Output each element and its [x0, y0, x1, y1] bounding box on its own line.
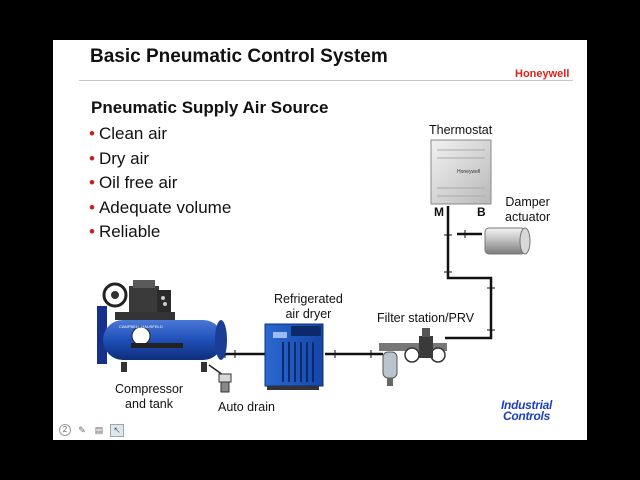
bullet-item: •Reliable — [89, 222, 161, 242]
bullet-item: •Adequate volume — [89, 197, 232, 217]
damper-actuator-label: Damper actuator — [505, 195, 551, 224]
filter-station — [379, 328, 447, 386]
thermostat-label: Thermostat — [429, 123, 493, 137]
compressor-tank — [97, 280, 227, 372]
section-heading: Pneumatic Supply Air Source — [91, 98, 329, 117]
damper-actuator — [484, 227, 531, 255]
slide-controls: 2 ✎ ▤ ↖ — [59, 423, 124, 437]
port-b-label: B — [477, 205, 486, 219]
auto-drain-label: Auto drain — [218, 400, 275, 414]
thermostat-brand: Honeywell — [457, 169, 480, 175]
bullet-item: •Clean air — [89, 124, 167, 143]
menu-icon[interactable]: ▤ — [94, 424, 104, 435]
title-divider — [79, 80, 573, 81]
auto-drain — [208, 364, 232, 393]
thermostat — [430, 139, 492, 205]
slide-title: Basic Pneumatic Control System — [90, 46, 388, 67]
slide: Basic Pneumatic Control System Honeywell… — [53, 40, 587, 440]
dryer-label: Refrigerated air dryer — [274, 292, 343, 321]
pointer-icon[interactable]: ↖ — [110, 423, 124, 437]
pen-icon[interactable]: ✎ — [78, 424, 86, 435]
honeywell-logo: Honeywell — [515, 68, 570, 80]
port-m-label: M — [434, 205, 444, 219]
air-line — [217, 206, 493, 356]
line-tick — [224, 230, 495, 358]
filter-station-label: Filter station/PRV — [377, 311, 475, 325]
industrial-controls-logo: Industrial Controls — [501, 398, 553, 423]
bullet-item: •Oil free air — [89, 173, 178, 193]
page-number-indicator[interactable]: 2 — [59, 424, 71, 436]
bullet-item: •Dry air — [89, 148, 150, 168]
compressor-brand: CAMPBELL HAUSFELD — [119, 324, 163, 329]
compressor-label: Compressor and tank — [115, 382, 184, 411]
pneumatic-diagram: Honeywell M B CAMPBELL HAUSFELD — [97, 139, 531, 393]
air-dryer — [264, 323, 324, 390]
bullet-list: •Clean air •Dry air •Oil free air •Adequ… — [89, 122, 231, 245]
